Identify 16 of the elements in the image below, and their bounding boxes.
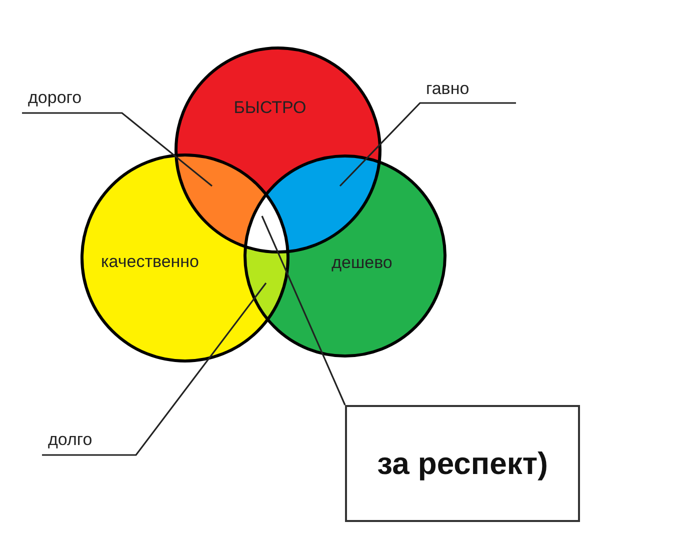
leader-line — [22, 112, 212, 187]
overlap-region — [245, 194, 288, 252]
leader-text: дорого — [28, 88, 82, 108]
circle-label: качественно — [101, 252, 199, 272]
leader-text: долго — [48, 430, 92, 450]
leader-line — [42, 282, 267, 456]
callout-box — [345, 405, 580, 522]
overlap-region — [266, 156, 380, 252]
leader-text: гавно — [426, 79, 470, 99]
circle-label: дешево — [332, 253, 392, 273]
overlap-region — [245, 246, 288, 320]
leader-line — [261, 216, 346, 406]
overlap-region — [176, 155, 266, 247]
callout-text: за респект) — [377, 446, 548, 482]
leader-line — [339, 102, 516, 187]
circle-label: БЫСТРО — [234, 98, 306, 118]
